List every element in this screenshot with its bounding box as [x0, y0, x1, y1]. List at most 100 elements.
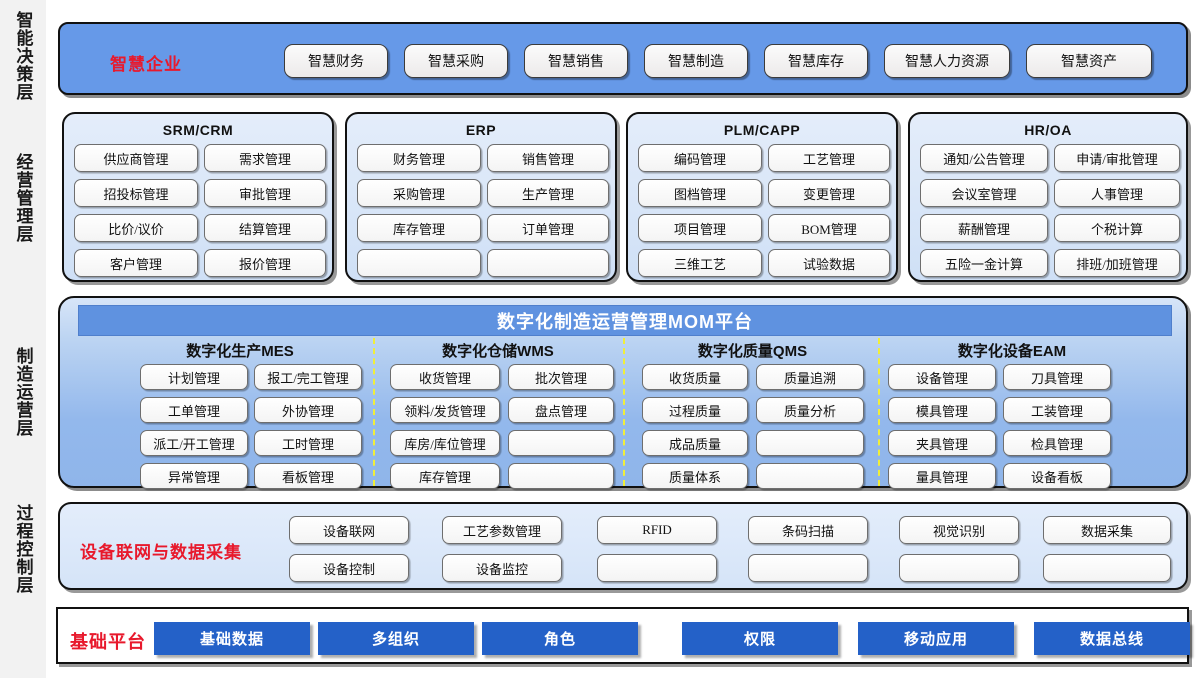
- decision-button-5[interactable]: 智慧人力资源: [884, 44, 1010, 78]
- process-cell-r0c0[interactable]: 设备联网: [289, 516, 409, 544]
- erp-cell-c1r2[interactable]: 库存管理: [357, 214, 481, 242]
- mes-cell-c1r1[interactable]: 工单管理: [140, 397, 248, 423]
- qms-cell-c1r0[interactable]: 收货质量: [642, 364, 748, 390]
- qms-cell-c1r2[interactable]: 成品质量: [642, 430, 748, 456]
- srm-crm-cell-c2r3[interactable]: 报价管理: [204, 249, 326, 277]
- base-button-3[interactable]: 权限: [682, 622, 838, 655]
- hr-oa-cell-c2r0[interactable]: 申请/审批管理: [1054, 144, 1180, 172]
- erp-cell-c1r0[interactable]: 财务管理: [357, 144, 481, 172]
- process-cell-r0c4[interactable]: 视觉识别: [899, 516, 1019, 544]
- wms-cell-c1r3[interactable]: 库存管理: [390, 463, 500, 489]
- hr-oa-cell-c2r2[interactable]: 个税计算: [1054, 214, 1180, 242]
- mom-divider-1: [373, 338, 375, 486]
- process-cell-r1c3[interactable]: [748, 554, 868, 582]
- srm-crm-cell-c1r3[interactable]: 客户管理: [74, 249, 198, 277]
- eam-cell-c2r2[interactable]: 检具管理: [1003, 430, 1111, 456]
- hr-oa-cell-c1r1[interactable]: 会议室管理: [920, 179, 1048, 207]
- plm-capp-cell-c2r0[interactable]: 工艺管理: [768, 144, 890, 172]
- layer-label-manufacturing-text: 制造运营层: [13, 347, 33, 437]
- hr-oa-cell-c2r1[interactable]: 人事管理: [1054, 179, 1180, 207]
- base-button-2[interactable]: 角色: [482, 622, 638, 655]
- mes-cell-c1r3[interactable]: 异常管理: [140, 463, 248, 489]
- srm-crm-cell-c1r1[interactable]: 招投标管理: [74, 179, 198, 207]
- srm-crm-cell-c2r0[interactable]: 需求管理: [204, 144, 326, 172]
- qms-cell-c2r3[interactable]: [756, 463, 864, 489]
- mes-cell-c2r1[interactable]: 外协管理: [254, 397, 362, 423]
- mes-cell-c1r2[interactable]: 派工/开工管理: [140, 430, 248, 456]
- process-cell-r0c1[interactable]: 工艺参数管理: [442, 516, 562, 544]
- process-cell-r1c1[interactable]: 设备监控: [442, 554, 562, 582]
- erp-cell-c2r3[interactable]: [487, 249, 609, 277]
- erp-cell-c2r0[interactable]: 销售管理: [487, 144, 609, 172]
- group-title-plm-capp: PLM/CAPP: [723, 122, 801, 138]
- qms-cell-c2r2[interactable]: [756, 430, 864, 456]
- wms-cell-c2r0[interactable]: 批次管理: [508, 364, 614, 390]
- wms-cell-c1r1[interactable]: 领料/发货管理: [390, 397, 500, 423]
- layer-label-management: 经营管理层: [0, 108, 46, 288]
- erp-cell-c2r1[interactable]: 生产管理: [487, 179, 609, 207]
- group-title-srm-crm: SRM/CRM: [162, 122, 234, 138]
- mom-column-title-qms: 数字化质量QMS: [697, 343, 808, 360]
- group-title-hr-oa: HR/OA: [1024, 122, 1072, 138]
- qms-cell-c2r0[interactable]: 质量追溯: [756, 364, 864, 390]
- hr-oa-cell-c2r3[interactable]: 排班/加班管理: [1054, 249, 1180, 277]
- base-button-4[interactable]: 移动应用: [858, 622, 1014, 655]
- wms-cell-c2r2[interactable]: [508, 430, 614, 456]
- plm-capp-cell-c1r2[interactable]: 项目管理: [638, 214, 762, 242]
- plm-capp-cell-c2r1[interactable]: 变更管理: [768, 179, 890, 207]
- management-group-plm-capp: PLM/CAPP 编码管理 图档管理 项目管理 三维工艺 工艺管理 变更管理 B…: [626, 112, 898, 282]
- base-button-0[interactable]: 基础数据: [154, 622, 310, 655]
- decision-button-3[interactable]: 智慧制造: [644, 44, 748, 78]
- base-button-5[interactable]: 数据总线: [1034, 622, 1190, 655]
- eam-cell-c1r2[interactable]: 夹具管理: [888, 430, 996, 456]
- eam-cell-c1r3[interactable]: 量具管理: [888, 463, 996, 489]
- plm-capp-cell-c1r1[interactable]: 图档管理: [638, 179, 762, 207]
- eam-cell-c1r0[interactable]: 设备管理: [888, 364, 996, 390]
- wms-cell-c1r0[interactable]: 收货管理: [390, 364, 500, 390]
- srm-crm-cell-c2r1[interactable]: 审批管理: [204, 179, 326, 207]
- process-cell-r0c5[interactable]: 数据采集: [1043, 516, 1171, 544]
- management-group-srm-crm: SRM/CRM 供应商管理 招投标管理 比价/议价 客户管理 需求管理 审批管理…: [62, 112, 334, 282]
- mes-cell-c2r0[interactable]: 报工/完工管理: [254, 364, 362, 390]
- plm-capp-cell-c1r0[interactable]: 编码管理: [638, 144, 762, 172]
- qms-cell-c2r1[interactable]: 质量分析: [756, 397, 864, 423]
- mes-cell-c1r0[interactable]: 计划管理: [140, 364, 248, 390]
- decision-button-0[interactable]: 智慧财务: [284, 44, 388, 78]
- process-cell-r0c3[interactable]: 条码扫描: [748, 516, 868, 544]
- plm-capp-cell-c2r3[interactable]: 试验数据: [768, 249, 890, 277]
- process-cell-r1c2[interactable]: [597, 554, 717, 582]
- decision-button-6[interactable]: 智慧资产: [1026, 44, 1152, 78]
- plm-capp-cell-c1r3[interactable]: 三维工艺: [638, 249, 762, 277]
- wms-cell-c2r3[interactable]: [508, 463, 614, 489]
- process-cell-r0c2[interactable]: RFID: [597, 516, 717, 544]
- srm-crm-cell-c1r2[interactable]: 比价/议价: [74, 214, 198, 242]
- process-cell-r1c0[interactable]: 设备控制: [289, 554, 409, 582]
- eam-cell-c2r1[interactable]: 工装管理: [1003, 397, 1111, 423]
- qms-cell-c1r3[interactable]: 质量体系: [642, 463, 748, 489]
- plm-capp-cell-c2r2[interactable]: BOM管理: [768, 214, 890, 242]
- erp-cell-c1r3[interactable]: [357, 249, 481, 277]
- eam-cell-c1r1[interactable]: 模具管理: [888, 397, 996, 423]
- erp-cell-c1r1[interactable]: 采购管理: [357, 179, 481, 207]
- qms-cell-c1r1[interactable]: 过程质量: [642, 397, 748, 423]
- mes-cell-c2r2[interactable]: 工时管理: [254, 430, 362, 456]
- erp-cell-c2r2[interactable]: 订单管理: [487, 214, 609, 242]
- decision-button-4[interactable]: 智慧库存: [764, 44, 868, 78]
- wms-cell-c2r1[interactable]: 盘点管理: [508, 397, 614, 423]
- decision-button-2[interactable]: 智慧销售: [524, 44, 628, 78]
- wms-cell-c1r2[interactable]: 库房/库位管理: [390, 430, 500, 456]
- mes-cell-c2r3[interactable]: 看板管理: [254, 463, 362, 489]
- srm-crm-cell-c1r0[interactable]: 供应商管理: [74, 144, 198, 172]
- decision-button-1[interactable]: 智慧采购: [404, 44, 508, 78]
- process-cell-r1c4[interactable]: [899, 554, 1019, 582]
- hr-oa-cell-c1r2[interactable]: 薪酬管理: [920, 214, 1048, 242]
- srm-crm-cell-c2r2[interactable]: 结算管理: [204, 214, 326, 242]
- hr-oa-cell-c1r3[interactable]: 五险一金计算: [920, 249, 1048, 277]
- base-button-1[interactable]: 多组织: [318, 622, 474, 655]
- process-cell-r1c5[interactable]: [1043, 554, 1171, 582]
- eam-cell-c2r0[interactable]: 刀具管理: [1003, 364, 1111, 390]
- mom-divider-3: [878, 338, 880, 486]
- eam-cell-c2r3[interactable]: 设备看板: [1003, 463, 1111, 489]
- hr-oa-cell-c1r0[interactable]: 通知/公告管理: [920, 144, 1048, 172]
